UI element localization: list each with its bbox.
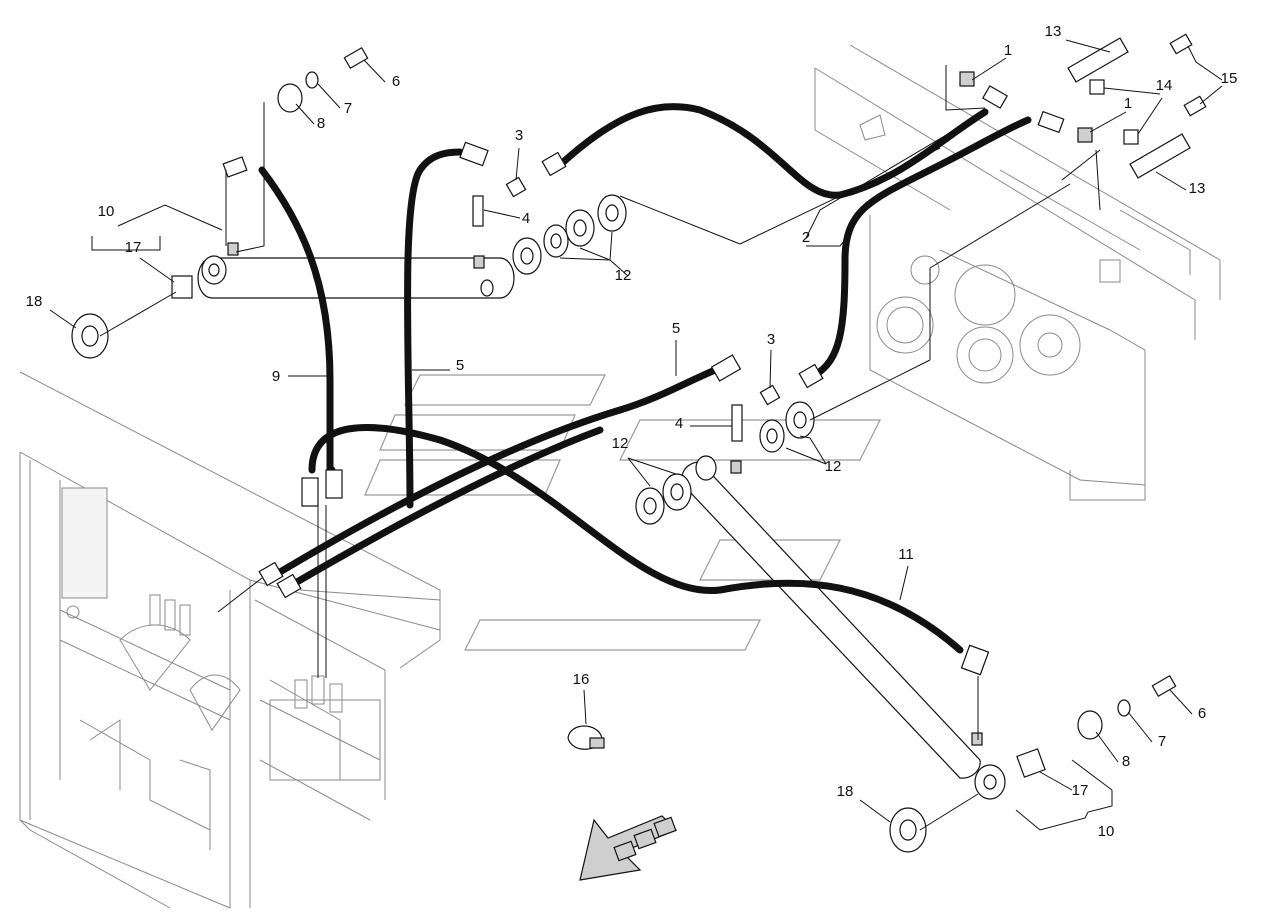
hose-elbow — [960, 644, 990, 676]
callout-c6a: 6 — [392, 73, 400, 90]
hose-elbow — [222, 156, 248, 178]
callout-c5a: 5 — [672, 320, 680, 337]
hose-end-fitting — [276, 573, 302, 599]
hose-end-fitting — [301, 477, 319, 507]
washer-8 — [277, 83, 303, 113]
washers-12 — [512, 194, 815, 525]
callout-c14: 14 — [1156, 77, 1173, 94]
bushing-17 — [171, 275, 193, 299]
hose-2-lower — [811, 116, 1032, 379]
hose-end-fitting — [325, 469, 343, 499]
callout-c18b: 18 — [837, 783, 854, 800]
bolt-15 — [1169, 33, 1193, 55]
machine-frame-right — [814, 44, 1221, 501]
hydraulic-cylinder-lower — [681, 455, 1006, 800]
hose-elbow — [1037, 110, 1065, 134]
callout-c7a: 7 — [344, 100, 352, 117]
hose-5-lower — [266, 364, 724, 582]
pin-13 — [1067, 37, 1129, 83]
leader-lines — [49, 39, 1223, 831]
adapter-3 — [505, 176, 527, 198]
nut-14 — [1089, 79, 1105, 95]
hose-end-fitting — [541, 151, 567, 177]
callout-c16: 16 — [573, 671, 590, 688]
hose-5-upper — [404, 148, 464, 509]
lockwasher-7 — [305, 71, 319, 89]
lockwasher-7 — [1117, 699, 1131, 717]
valve-block-assembly — [66, 594, 381, 850]
hose-11 — [308, 424, 964, 654]
callout-c1b: 1 — [1124, 95, 1132, 112]
hydraulic-cylinder-upper — [197, 242, 515, 299]
hose-9 — [258, 166, 334, 474]
nipple-1 — [959, 71, 975, 87]
callout-c8b: 8 — [1122, 753, 1130, 770]
adapter-3 — [759, 384, 781, 406]
hose-5-lower-b — [286, 426, 604, 590]
tee-4 — [472, 195, 484, 227]
callout-c13b: 13 — [1189, 180, 1206, 197]
direction-arrow-icon — [579, 815, 678, 881]
tee-4 — [731, 404, 743, 442]
callout-c17a: 17 — [125, 239, 142, 256]
bolt-6 — [1151, 674, 1177, 698]
callout-c10a: 10 — [98, 203, 115, 220]
callout-c8a: 8 — [317, 115, 325, 132]
nipple-1 — [1077, 127, 1093, 143]
callout-c4b: 4 — [675, 415, 683, 432]
callout-c10b: 10 — [1098, 823, 1115, 840]
hose-elbow — [459, 141, 489, 167]
nut-14 — [1123, 129, 1139, 145]
bushing-17 — [1016, 748, 1046, 778]
callout-c18a: 18 — [26, 293, 43, 310]
callout-c12b: 12 — [612, 435, 629, 452]
callout-c2a: 2 — [802, 229, 810, 246]
callout-c11: 11 — [898, 546, 914, 563]
callout-c1a: 1 — [1004, 42, 1012, 59]
machine-frame-left — [19, 371, 441, 909]
callout-c6b: 6 — [1198, 705, 1206, 722]
pins-and-bushings — [71, 33, 1207, 853]
callout-c12a: 12 — [615, 267, 632, 284]
callout-c5b: 5 — [456, 357, 464, 374]
bolt-15 — [1183, 95, 1207, 117]
hose-elbow — [982, 85, 1008, 109]
hose-end-fitting — [258, 561, 284, 587]
callout-c13a: 13 — [1045, 23, 1062, 40]
callout-c15: 15 — [1221, 70, 1238, 87]
hose-2-upper — [556, 103, 989, 199]
callout-c12c: 12 — [825, 458, 842, 475]
callout-c7b: 7 — [1158, 733, 1166, 750]
pin-13 — [1129, 133, 1191, 179]
callout-c9: 9 — [272, 368, 280, 385]
bolt-6 — [343, 46, 369, 70]
hose-end-fitting — [798, 363, 824, 389]
fittings — [222, 71, 1093, 676]
hose-elbow — [710, 354, 742, 382]
callout-c4a: 4 — [522, 210, 530, 227]
callout-c3b: 3 — [767, 331, 775, 348]
callout-c17b: 17 — [1072, 782, 1089, 799]
callout-c3a: 3 — [515, 127, 523, 144]
clamp-16-screw — [589, 737, 605, 749]
